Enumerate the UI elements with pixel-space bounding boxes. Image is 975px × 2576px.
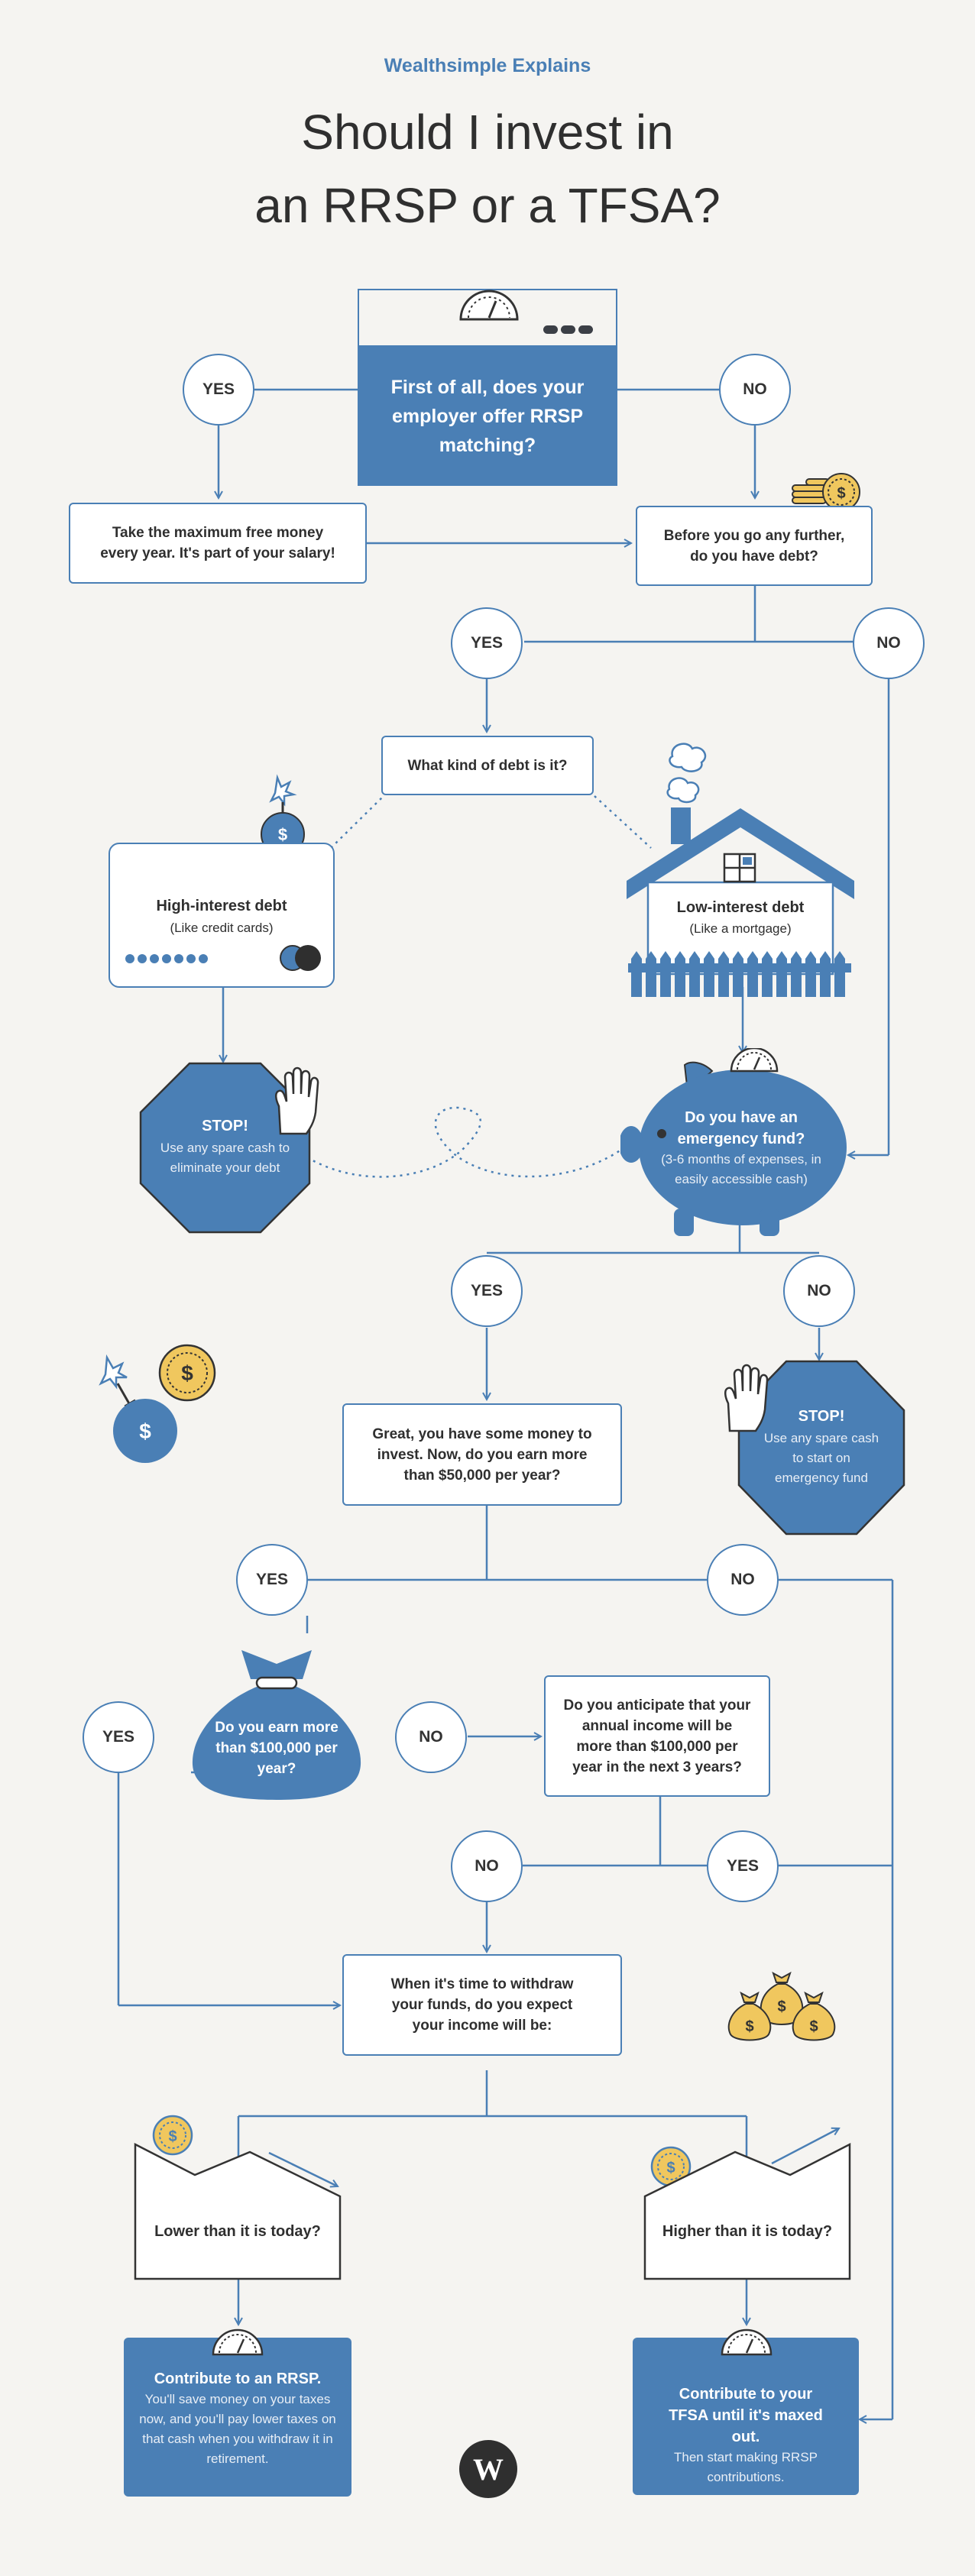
tfsa-title: Contribute to your TFSA until it's maxed… [669,2386,823,2445]
bag-dollar: $ [777,1998,786,2015]
coin-dollar: $ [837,485,845,502]
stop-debt-text: STOP! Use any spare cash to eliminate yo… [158,1070,292,1226]
answer-yes-100k: YES [83,1701,154,1773]
max-free-money-box: Take the maximum free money every year. … [69,503,367,584]
stop-sign-debt [139,1062,311,1234]
bomb-dollar: $ [139,1419,151,1443]
kicker: Wealthsimple Explains [384,55,591,76]
answer-no-employer: NO [719,354,791,426]
earn-100k-text: Do you earn more than $100,000 per year? [215,1719,338,1777]
page-title: Should I invest in an RRSP or a TFSA? [0,95,975,242]
answer-yes-anticipate: YES [707,1830,779,1902]
money-bag-icon [192,1650,361,1800]
low-debt-sub: (Like a mortgage) [689,921,792,936]
answer-yes-50k: YES [236,1544,308,1616]
lower-income-label: Lower than it is today? [154,2223,321,2240]
gauge-icon [212,2328,264,2356]
high-debt-card: High-interest debt (Like credit cards) [109,843,335,988]
earn-50k-box: Great, you have some money to invest. No… [342,1403,622,1506]
tfsa-text: Contribute to your TFSA until it's maxed… [640,2383,851,2484]
title-line-1: Should I invest in [301,105,674,160]
have-debt-box: Before you go any further, do you have d… [636,506,873,586]
stop-debt-title: STOP! [202,1118,248,1134]
rrsp-text: Contribute to an RRSP. You'll save money… [131,2368,344,2487]
answer-no-debt: NO [853,607,925,679]
emergency-body: (3-6 months of expenses, in easily acces… [661,1152,821,1186]
card-logo [280,945,326,971]
coin-icon: $ [650,2146,692,2187]
bomb-dollar: $ [278,825,287,844]
answer-yes-emergency: YES [451,1255,523,1327]
stop-hand-icon [275,1066,319,1135]
stop-emergency-body: Use any spare cash to start on emergency… [763,1430,879,1485]
higher-income-shape [643,2142,851,2280]
gauge-icon [459,290,519,321]
employer-question: First of all, does your employer offer R… [359,347,616,485]
employer-window: First of all, does your employer offer R… [358,289,617,486]
bomb-icon: $ [99,1354,177,1463]
money-bag-icon: $ $ $ [727,1971,836,2041]
stop-hand-icon [724,1364,769,1432]
gauge-icon [721,2328,773,2356]
coin-icon: $ [158,1344,216,1402]
stop-emergency-title: STOP! [798,1407,845,1425]
answer-yes-employer: YES [183,354,254,426]
title-line-2: an RRSP or a TFSA? [254,178,721,233]
stop-emergency-text: STOP! Use any spare cash to start on eme… [760,1383,883,1513]
tfsa-body: Then start making RRSP contributions. [673,2450,818,2484]
tfsa-result [633,2338,859,2495]
coin-dollar: $ [666,2160,675,2176]
bag-dollar: $ [745,2018,753,2035]
withdraw-box: When it's time to withdraw your funds, d… [342,1954,622,2056]
coin-dollar: $ [181,1361,193,1385]
emergency-text: Do you have an emergency fund? (3-6 mont… [653,1099,829,1198]
rrsp-body: You'll save money on your taxes now, and… [139,2392,336,2466]
lower-income-shape [134,2142,342,2280]
answer-no-anticipate: NO [451,1830,523,1902]
rrsp-title: Contribute to an RRSP. [154,2371,322,2387]
answer-no-emergency: NO [783,1255,855,1327]
rrsp-result [124,2338,351,2497]
anticipate-box: Do you anticipate that your annual incom… [544,1675,770,1797]
emergency-title: Do you have an emergency fund? [677,1109,805,1147]
card-number-dots [125,953,208,967]
piggy-bank-icon [620,1048,847,1236]
high-debt-sub: (Like credit cards) [170,921,274,935]
answer-no-100k: NO [395,1701,467,1773]
window-dots [540,324,593,338]
debt-kind-box: What kind of debt is it? [381,736,594,795]
coin-icon: $ [152,2115,193,2156]
stop-sign-emergency [737,1360,905,1536]
higher-income-label: Higher than it is today? [662,2223,833,2240]
answer-yes-debt: YES [451,607,523,679]
stop-debt-body: Use any spare cash to eliminate your deb… [160,1141,290,1175]
wealthsimple-logo: W [459,2440,517,2498]
low-debt-title: Low-interest debt [676,899,805,916]
high-debt-title: High-interest debt [156,898,287,914]
bag-dollar: $ [809,2018,818,2035]
house-icon [627,743,854,997]
answer-no-50k: NO [707,1544,779,1616]
coin-dollar: $ [168,2128,177,2145]
